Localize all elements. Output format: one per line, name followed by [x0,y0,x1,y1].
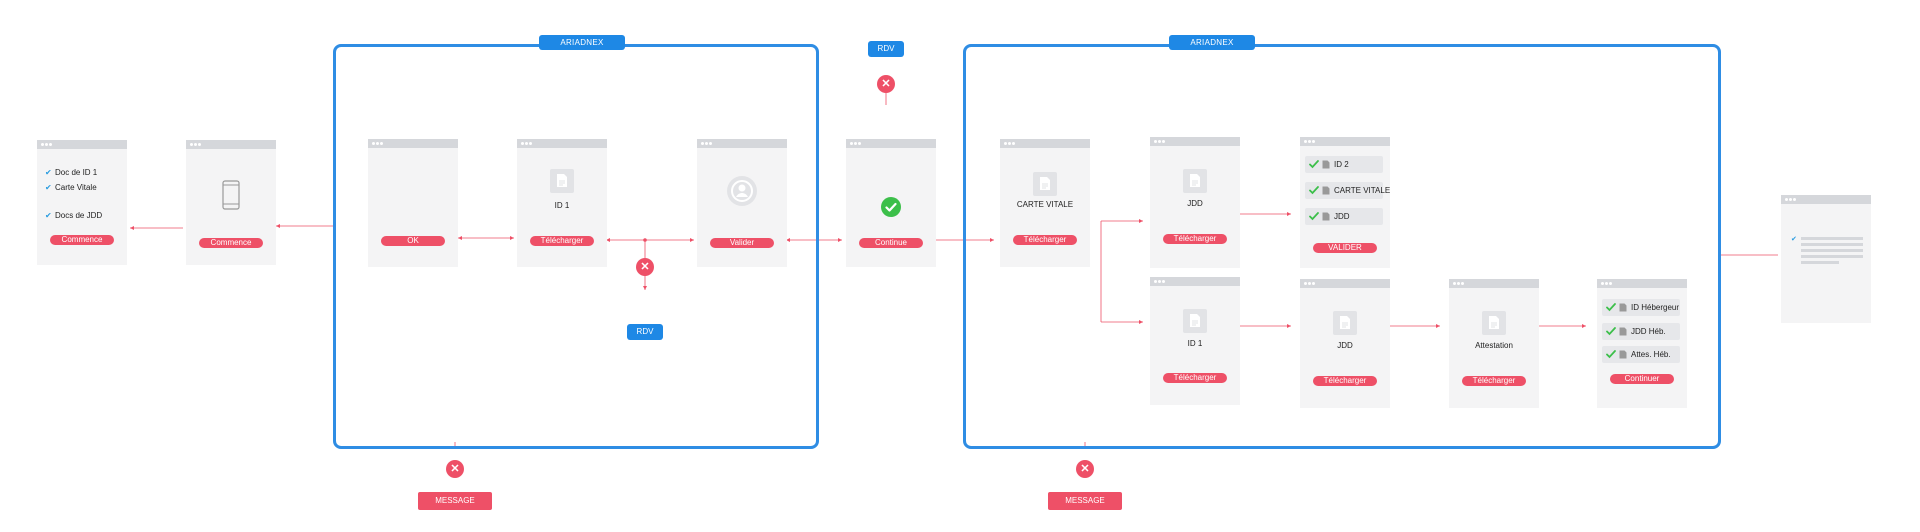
phone-icon [222,180,240,210]
telecharger-button[interactable]: Télécharger [1013,235,1077,245]
user-avatar-icon [727,176,757,206]
list-item: ID 2 [1305,156,1383,173]
continuer-button[interactable]: Continuer [1610,374,1674,384]
screen-label: JDD [1337,341,1353,350]
list-item: Attes. Héb. [1602,346,1680,363]
list-item: Docs de JDD [55,211,103,220]
check-icon: ✔ [45,183,52,192]
list-item: JDD [1305,208,1383,225]
rdv-tag[interactable]: RDV [868,41,904,57]
window-bar [1150,277,1240,286]
error-x-icon: ✕ [636,258,654,276]
screen-ok: OK [368,139,458,267]
group-label-ariadnex-1: ARIADNEX [539,35,625,50]
screen-continue: Continue [846,139,936,267]
document-icon [1619,327,1627,336]
check-icon: ✔ [1791,236,1797,243]
screen-label: CARTE VITALE [1016,200,1074,209]
list-item: Carte Vitale [55,183,97,192]
window-bar [517,139,607,148]
window-bar [1597,279,1687,288]
document-icon [1033,172,1057,196]
document-icon [1619,350,1627,359]
screen-label: JDD [1187,199,1203,208]
screen-attestation: Attestation Télécharger [1449,279,1539,408]
screen-label: ID 1 [1187,339,1203,348]
check-icon [1309,160,1319,169]
text-lines-placeholder [1801,237,1863,264]
check-icon [1606,350,1616,359]
window-bar [186,140,276,149]
screen-docs-list: ✔Doc de ID 1 ✔Carte Vitale ✔Docs de JDD … [37,140,127,265]
document-icon [1322,212,1330,221]
check-icon [1606,303,1616,312]
document-icon [550,169,574,193]
group-label-ariadnex-2: ARIADNEX [1169,35,1255,50]
document-icon [1322,160,1330,169]
check-icon: ✔ [45,168,52,177]
window-bar [1150,137,1240,146]
list-item: Doc de ID 1 [55,168,98,177]
screen-phone: Commence [186,140,276,265]
screen-label: Attestation [1475,341,1513,350]
telecharger-button[interactable]: Télécharger [1462,376,1526,386]
document-icon [1183,169,1207,193]
continue-button[interactable]: Continue [859,238,923,248]
valider-button[interactable]: Valider [710,238,774,248]
error-x-icon: ✕ [1076,460,1094,478]
screen-upload-id1: ID 1 Télécharger [517,139,607,267]
screen-carte-vitale: CARTE VITALE Télécharger [1000,139,1090,267]
valider-button[interactable]: VALIDER [1313,243,1377,253]
screen-label: ID 1 [554,201,570,210]
check-icon [1309,212,1319,221]
document-icon [1482,311,1506,335]
window-bar [368,139,458,148]
window-bar [37,140,127,149]
document-icon [1333,311,1357,335]
group-box-ariadnex-2 [963,44,1721,449]
document-icon [1619,303,1627,312]
window-bar [1781,195,1871,204]
screen-final: ✔ [1781,195,1871,323]
telecharger-button[interactable]: Télécharger [530,236,594,246]
telecharger-button[interactable]: Télécharger [1313,376,1377,386]
ok-button[interactable]: OK [381,236,445,246]
window-bar [1300,137,1390,146]
telecharger-button[interactable]: Télécharger [1163,234,1227,244]
window-bar [1000,139,1090,148]
window-bar [1449,279,1539,288]
commence-button[interactable]: Commence [50,235,114,245]
list-item: CARTE VITALE [1305,182,1390,199]
window-bar [846,139,936,148]
screen-validate: Valider [697,139,787,267]
check-icon: ✔ [45,211,52,220]
document-icon [1183,309,1207,333]
rdv-tag[interactable]: RDV [627,324,663,340]
screen-jdd-top: JDD Télécharger [1150,137,1240,268]
window-bar [1300,279,1390,288]
success-check-icon [881,197,901,217]
check-icon [1309,186,1319,195]
window-bar [697,139,787,148]
telecharger-button[interactable]: Télécharger [1163,373,1227,383]
error-x-icon: ✕ [877,75,895,93]
check-icon [1606,327,1616,336]
error-message-tag: MESSAGE ERREUR [418,492,492,523]
error-message-tag: MESSAGE ERREUR [1048,492,1122,523]
document-icon [1322,186,1330,195]
error-x-icon: ✕ [446,460,464,478]
list-item: ID Hébergeur [1602,299,1680,316]
screen-id1-bottom: ID 1 Télécharger [1150,277,1240,405]
list-item: JDD Héb. [1602,323,1680,340]
screen-hebergeur-list: ID Hébergeur JDD Héb. Attes. Héb. Contin… [1597,279,1687,408]
screen-validation-list: ID 2 CARTE VITALE JDD VALIDER [1300,137,1390,268]
commence-button[interactable]: Commence [199,238,263,248]
screen-jdd-bottom: JDD Télécharger [1300,279,1390,408]
